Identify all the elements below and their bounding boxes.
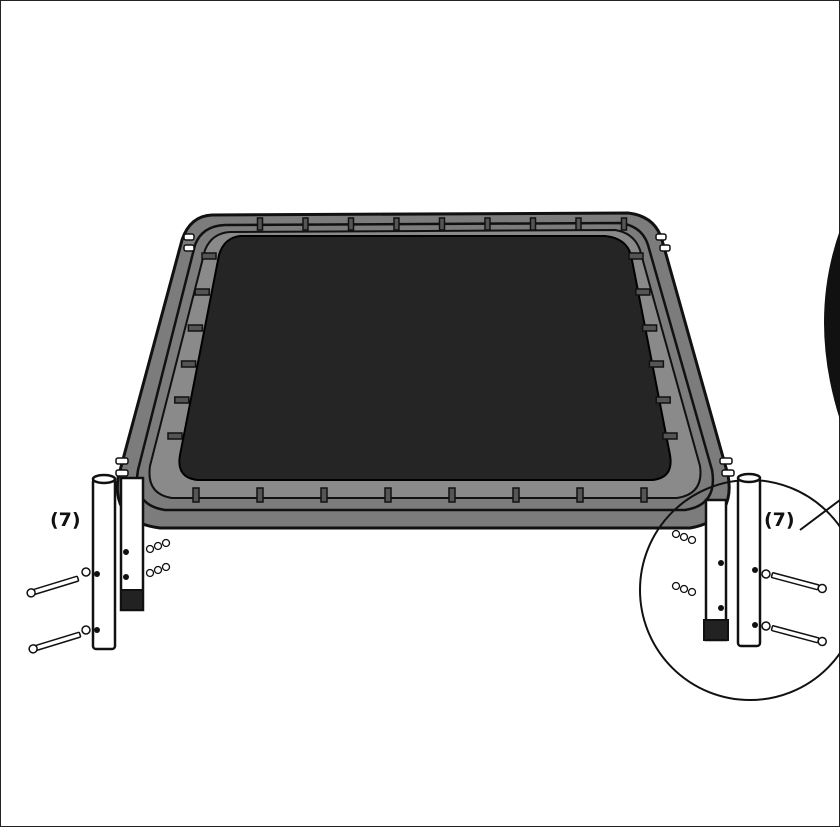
right-nuts-washers bbox=[671, 529, 697, 597]
spring bbox=[180, 360, 197, 368]
spring bbox=[347, 217, 355, 231]
spring bbox=[256, 487, 264, 503]
spring bbox=[448, 487, 456, 503]
spring bbox=[320, 487, 328, 503]
spring bbox=[167, 432, 183, 440]
spring bbox=[620, 217, 628, 231]
spring bbox=[512, 487, 520, 503]
spring bbox=[576, 487, 584, 503]
right-frame-leg bbox=[703, 498, 729, 642]
magnifier-leader-line bbox=[799, 499, 840, 531]
left-nuts-washers bbox=[145, 538, 171, 578]
left-bolts bbox=[26, 567, 91, 654]
spring bbox=[302, 217, 309, 231]
left-leg-tube-part bbox=[91, 473, 117, 651]
frame-tube bbox=[135, 221, 715, 512]
spring bbox=[662, 432, 678, 440]
spring bbox=[256, 217, 264, 231]
right-part-number-label: (7) bbox=[764, 509, 795, 531]
springs bbox=[167, 217, 678, 503]
frame-brackets bbox=[115, 233, 735, 477]
spring bbox=[201, 252, 217, 260]
zoom-detail-edge bbox=[824, 230, 840, 420]
spring bbox=[192, 487, 200, 503]
spring bbox=[393, 217, 400, 231]
spring bbox=[641, 324, 658, 332]
spring bbox=[529, 217, 537, 231]
spring bbox=[575, 217, 582, 231]
spring bbox=[187, 324, 204, 332]
left-part-number-label: (7) bbox=[50, 509, 81, 531]
right-leg-tube-part bbox=[736, 472, 762, 648]
spring bbox=[484, 217, 491, 231]
left-frame-leg bbox=[119, 476, 145, 612]
spring bbox=[384, 487, 392, 503]
right-bolts bbox=[761, 569, 827, 647]
spring bbox=[174, 396, 190, 404]
jumping-mat bbox=[178, 235, 672, 481]
spring bbox=[635, 288, 651, 296]
spring bbox=[438, 217, 446, 231]
spring bbox=[194, 288, 210, 296]
spring bbox=[628, 252, 644, 260]
spring bbox=[640, 487, 648, 503]
spring bbox=[655, 396, 671, 404]
spring bbox=[648, 360, 665, 368]
